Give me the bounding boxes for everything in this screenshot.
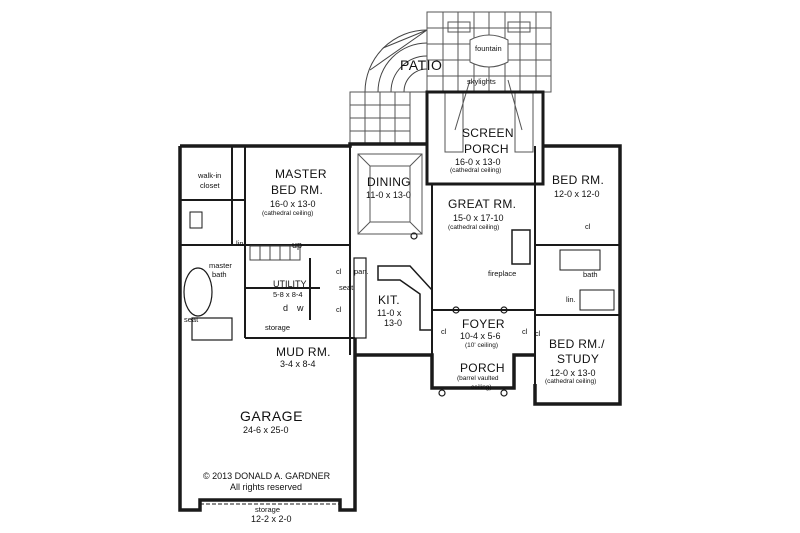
utility-name: UTILITY (273, 279, 307, 289)
cl-label-study: cl (535, 329, 541, 338)
bathtub (183, 267, 213, 317)
dining-ceiling (357, 153, 423, 235)
walk-in-closet-2: closet (200, 181, 220, 190)
bed-rm-name: BED RM. (552, 173, 605, 187)
cl-label-kitchen-1: cl (336, 267, 342, 276)
foyer-note: (10' ceiling) (465, 342, 499, 349)
patio-grid (426, 11, 552, 93)
garage-storage-dims: 12-2 x 2-0 (251, 514, 292, 524)
great-rm-dims: 15-0 x 17-10 (453, 213, 504, 223)
washer-label: w (297, 303, 304, 313)
great-rm-note: (cathedral ceiling) (448, 224, 500, 231)
bed-study-name-2: STUDY (557, 352, 600, 366)
porch-note-1: (barrel vaulted (457, 375, 499, 382)
cl-label-foyer-2: cl (522, 327, 528, 336)
stairs (249, 245, 301, 261)
porch-name: PORCH (460, 361, 505, 375)
porch-columns (410, 232, 508, 397)
screen-porch-outline (425, 90, 545, 186)
bed-study-note: (cathedral ceiling) (545, 378, 597, 385)
screen-porch-note: (cathedral ceiling) (450, 167, 502, 174)
mud-rm-dims: 3-4 x 8-4 (280, 359, 316, 369)
master-bed-note: (cathedral ceiling) (262, 210, 314, 217)
mud-rm-name: MUD RM. (276, 345, 331, 359)
seat-label-kitchen: seat (339, 283, 354, 292)
copyright-line2: All rights reserved (230, 482, 303, 492)
bath-label: bath (583, 270, 598, 279)
dryer-label: d (283, 303, 289, 313)
cl-label-kitchen-2: cl (336, 305, 342, 314)
bed-study-dims: 12-0 x 13-0 (550, 368, 596, 378)
kitchen-counter (353, 257, 367, 339)
patio-lower-grid (349, 91, 411, 145)
lin-label-bath: lin. (566, 295, 576, 304)
interior-walls (180, 146, 620, 404)
great-rm-name: GREAT RM. (448, 197, 517, 211)
skylight-lines (444, 79, 534, 153)
screen-porch-name-2: PORCH (464, 142, 509, 156)
bed-study-name-1: BED RM./ (549, 337, 605, 351)
kit-dims-1: 11-0 x (377, 308, 402, 318)
seat-label-bath: seat (184, 315, 199, 324)
bath-tub-2 (579, 289, 615, 311)
cl-label-foyer-1: cl (441, 327, 447, 336)
shower (191, 317, 233, 341)
dining-dims: 11-0 x 13-0 (366, 190, 411, 200)
garage-storage-name: storage (255, 505, 281, 514)
kit-name: KIT. (378, 293, 400, 307)
porch-note-2: ceiling) (471, 384, 492, 391)
master-bed-name-1: MASTER (275, 167, 327, 181)
kit-dims-2: 13-0 (384, 318, 403, 328)
fireplace-box (511, 229, 531, 265)
screen-porch-name-1: SCREEN (462, 126, 514, 140)
master-bath-2: bath (212, 270, 227, 279)
skylights-label: skylights (467, 77, 496, 86)
master-bath-1: master (209, 261, 232, 270)
fountain-label: fountain (475, 44, 502, 53)
up-label: up (292, 240, 303, 250)
fireplace-label: fireplace (488, 269, 517, 278)
foyer-dims: 10-4 x 5-6 (460, 331, 501, 341)
dining-name: DINING (367, 175, 411, 189)
toilet (189, 211, 203, 229)
bath-vanity (559, 249, 601, 271)
screen-porch-dims: 16-0 x 13-0 (455, 157, 501, 167)
storage-label: storage (265, 323, 291, 332)
cl-label-bed: cl (585, 222, 591, 231)
garage-name: GARAGE (240, 408, 303, 424)
patio-label: PATIO (400, 57, 443, 73)
lin-label-master: lin. (236, 239, 246, 248)
pan-label: pan. (354, 267, 369, 276)
foyer-name: FOYER (462, 317, 505, 331)
garage-dims: 24-6 x 25-0 (243, 425, 289, 435)
walk-in-closet-1: walk-in (198, 171, 222, 180)
master-bed-dims: 16-0 x 13-0 (270, 199, 316, 209)
utility-dims: 5-8 x 8-4 (273, 290, 303, 299)
patio-area (364, 29, 428, 93)
kitchen-island (377, 265, 433, 331)
bed-rm-dims: 12-0 x 12-0 (554, 189, 600, 199)
copyright-line1: © 2013 DONALD A. GARDNER (203, 471, 331, 481)
master-bed-name-2: BED RM. (271, 183, 324, 197)
